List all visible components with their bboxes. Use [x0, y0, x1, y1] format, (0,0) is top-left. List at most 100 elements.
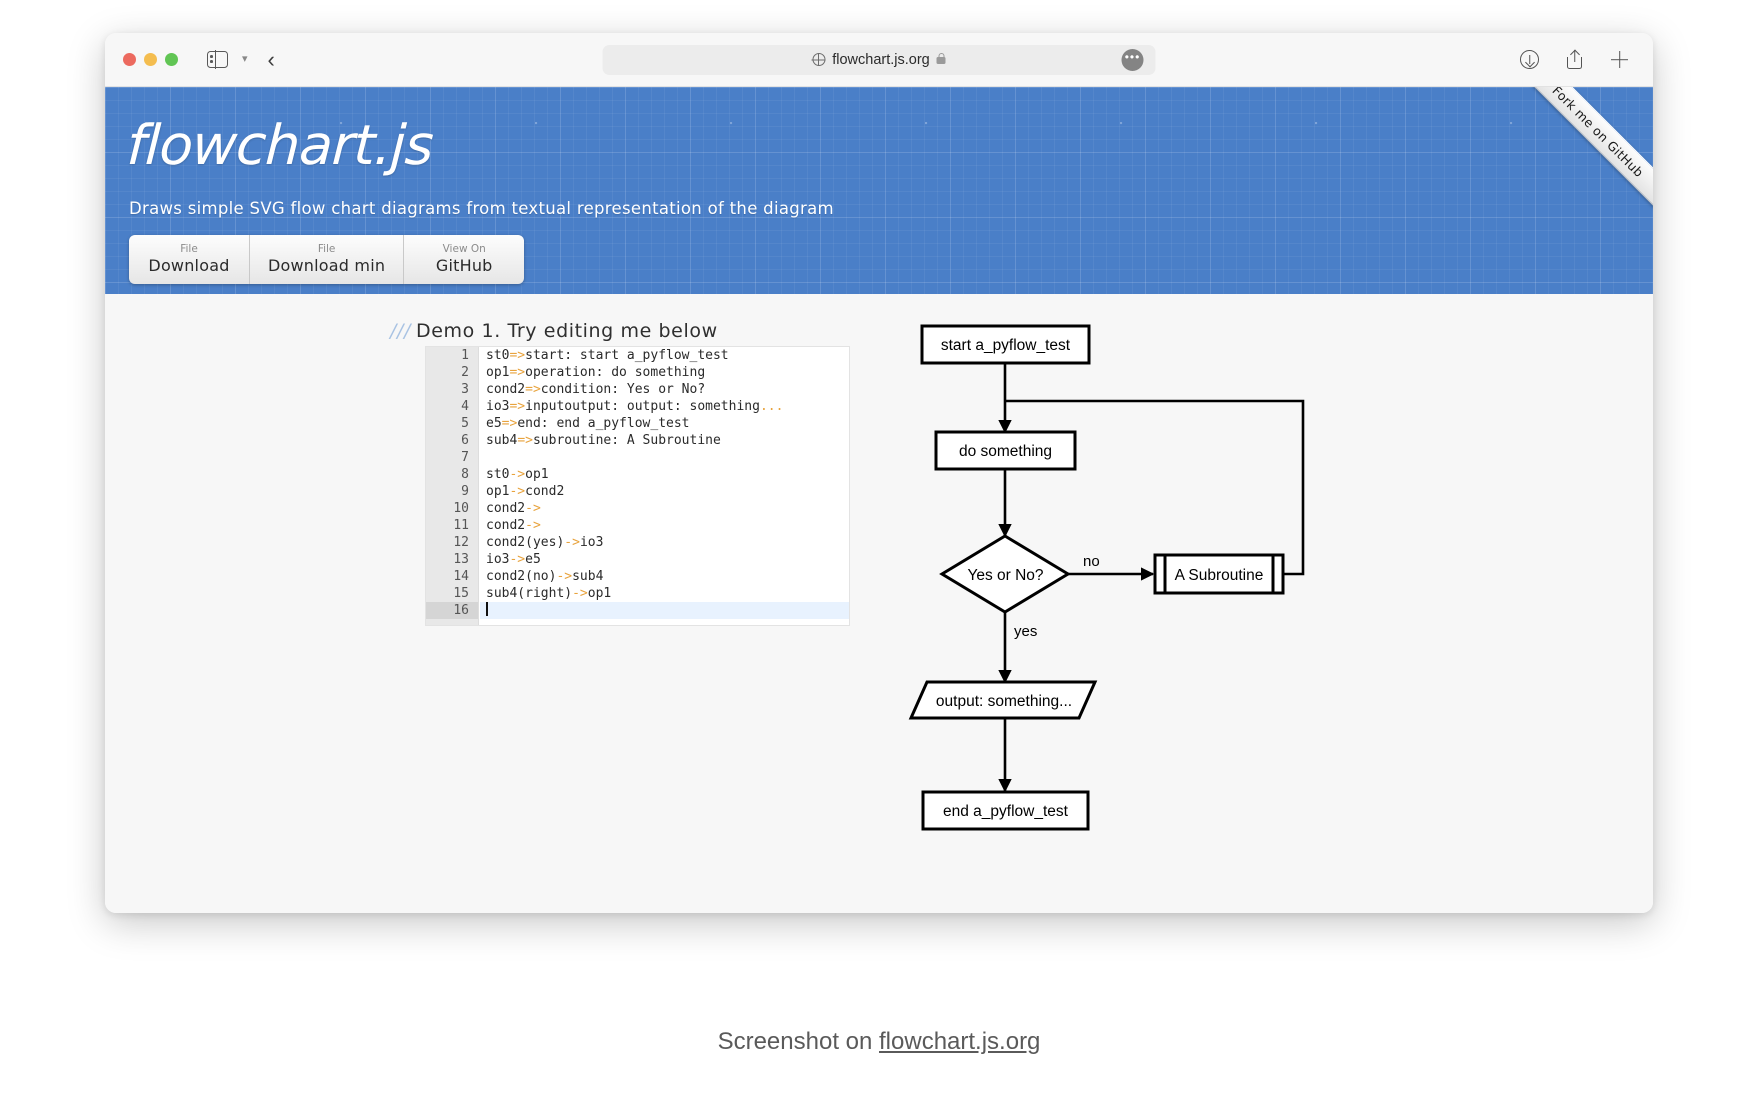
browser-toolbar: ▾ ‹ flowchart.js.org ••• — [105, 33, 1653, 87]
download-min-button[interactable]: File Download min — [250, 235, 405, 284]
code-operator: -> — [525, 501, 541, 516]
window-controls — [123, 53, 178, 66]
code-token: cond2(yes) — [486, 535, 565, 550]
code-operator: => — [509, 348, 526, 363]
code-token: cond2 — [486, 518, 526, 533]
code-line[interactable]: cond2(yes)->io3 — [486, 534, 849, 551]
code-ellipsis: ... — [759, 399, 784, 414]
code-line[interactable] — [486, 449, 849, 466]
code-token: condition: Yes or No? — [540, 382, 706, 397]
github-button-label: GitHub — [435, 256, 493, 275]
footer-caption-prefix: Screenshot on — [717, 1028, 880, 1055]
code-operator: -> — [509, 552, 526, 567]
code-token: inputoutput: output: something — [525, 399, 760, 414]
code-token: subroutine: A Subroutine — [532, 433, 721, 448]
new-tab-icon[interactable] — [1610, 50, 1629, 69]
demo-heading: ///Demo 1. Try editing me below — [390, 320, 718, 342]
line-number: 9 — [461, 484, 469, 499]
download-button-label: Download — [148, 256, 230, 275]
node-io3: output: something... — [908, 680, 1098, 720]
code-line[interactable]: io3->e5 — [486, 551, 849, 568]
chevron-down-icon[interactable]: ▾ — [242, 53, 248, 65]
code-line[interactable]: st0=>start: start a_pyflow_test — [486, 347, 849, 364]
download-min-button-label: Download min — [268, 256, 386, 275]
code-token: op1 — [486, 365, 510, 380]
page-content: flowchart.js Draws simple SVG flow chart… — [105, 87, 1653, 913]
code-line[interactable]: st0->op1 — [486, 466, 849, 483]
code-line[interactable]: op1=>operation: do something — [486, 364, 849, 381]
code-operator: => — [501, 416, 518, 431]
code-token: sub4 — [572, 569, 604, 584]
download-min-button-kicker: File — [317, 243, 336, 255]
node-cond2-label: Yes or No? — [967, 567, 1043, 584]
line-number: 3 — [461, 382, 469, 397]
url-text: flowchart.js.org — [832, 51, 930, 68]
download-button[interactable]: File Download — [129, 235, 250, 284]
code-token: cond2 — [525, 484, 565, 499]
code-line[interactable]: e5=>end: end a_pyflow_test — [486, 415, 849, 432]
github-button-kicker: View On — [442, 243, 486, 255]
code-line[interactable]: cond2-> — [486, 517, 849, 534]
code-line[interactable] — [480, 602, 849, 619]
code-token: end: end a_pyflow_test — [517, 416, 690, 431]
footer-caption: Screenshot on flowchart.js.org — [0, 1028, 1758, 1056]
download-icon[interactable] — [1520, 50, 1539, 69]
back-chevron-icon[interactable]: ‹ — [267, 46, 275, 72]
toolbar-right-actions — [1520, 49, 1629, 69]
close-button[interactable] — [123, 53, 136, 66]
address-bar[interactable]: flowchart.js.org ••• — [602, 44, 1156, 75]
code-operator: -> — [509, 467, 526, 482]
zoom-button[interactable] — [165, 53, 178, 66]
node-st0: start a_pyflow_test — [920, 324, 1091, 365]
line-number: 16 — [426, 602, 478, 619]
code-line[interactable]: cond2(no)->sub4 — [486, 568, 849, 585]
line-number: 7 — [461, 450, 469, 465]
code-operator: => — [517, 433, 533, 448]
node-op1-label: do something — [959, 443, 1052, 460]
code-line[interactable]: op1->cond2 — [486, 483, 849, 500]
sidebar-icon[interactable] — [207, 50, 228, 69]
demo-heading-slashes: /// — [390, 320, 412, 342]
line-number: 8 — [461, 467, 469, 482]
code-operator: => — [509, 399, 526, 414]
flowchart-diagram: start a_pyflow_test do something Yes or … — [865, 304, 1425, 864]
code-line[interactable]: sub4=>subroutine: A Subroutine — [486, 432, 849, 449]
code-token: cond2 — [486, 382, 526, 397]
node-sub4: A Subroutine — [1153, 553, 1285, 595]
code-token: op1 — [525, 467, 549, 482]
node-op1: do something — [934, 430, 1077, 471]
node-e5: end a_pyflow_test — [921, 790, 1090, 831]
code-token: io3 — [579, 535, 604, 550]
code-line[interactable]: sub4(right)->op1 — [486, 585, 849, 602]
code-token: st0 — [486, 467, 510, 482]
text-cursor — [486, 602, 488, 616]
share-icon[interactable] — [1567, 49, 1582, 69]
node-cond2: Yes or No? — [939, 534, 1071, 614]
fork-me-on-github-ribbon[interactable]: Fork me on GitHub — [1514, 87, 1653, 216]
code-operator: => — [525, 382, 541, 397]
code-line[interactable]: cond2=>condition: Yes or No? — [486, 381, 849, 398]
globe-icon — [812, 53, 826, 66]
line-number: 14 — [453, 569, 469, 584]
code-line[interactable]: io3=>inputoutput: output: something... — [486, 398, 849, 415]
demo-heading-text: Demo 1. Try editing me below — [416, 320, 718, 342]
code-operator: -> — [556, 569, 573, 584]
ellipsis-icon[interactable]: ••• — [1121, 48, 1144, 71]
page-title: flowchart.js — [125, 113, 435, 177]
node-e5-label: end a_pyflow_test — [943, 803, 1069, 820]
code-token: op1 — [486, 484, 510, 499]
code-line[interactable]: cond2-> — [486, 500, 849, 517]
node-st0-label: start a_pyflow_test — [941, 337, 1071, 354]
code-operator: -> — [572, 586, 588, 601]
view-on-github-button[interactable]: View On GitHub — [404, 235, 525, 284]
line-number: 10 — [453, 501, 469, 516]
code-token: io3 — [486, 399, 510, 414]
page-subtitle: Draws simple SVG flow chart diagrams fro… — [129, 199, 834, 218]
footer-link[interactable]: flowchart.js.org — [879, 1028, 1041, 1055]
minimize-button[interactable] — [144, 53, 157, 66]
code-operator: => — [509, 365, 526, 380]
